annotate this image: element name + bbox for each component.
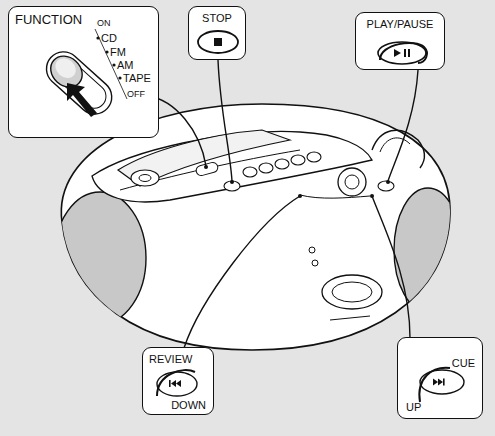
function-callout: FUNCTION ON CD FM AM TAPE OFF [8, 6, 159, 138]
stop-callout: STOP [188, 6, 246, 60]
button-label: STOP [202, 13, 232, 24]
button-label: PLAY/PAUSE [367, 19, 434, 30]
button-label: REVIEW [149, 354, 192, 365]
switch-position: OFF [127, 90, 145, 99]
review-callout: REVIEW DOWN [142, 347, 214, 415]
switch-position: ON [97, 19, 111, 28]
switch-position: CD [101, 33, 117, 44]
button-label: CUE [452, 358, 475, 369]
cue-callout: CUE UP [397, 337, 483, 419]
switch-position: AM [117, 60, 134, 71]
play-pause-callout: PLAY/PAUSE [355, 12, 445, 70]
function-label: FUNCTION [15, 13, 82, 26]
button-label: DOWN [171, 400, 206, 411]
button-label: UP [406, 402, 421, 413]
switch-position: FM [110, 47, 126, 58]
switch-position: TAPE [123, 73, 151, 84]
